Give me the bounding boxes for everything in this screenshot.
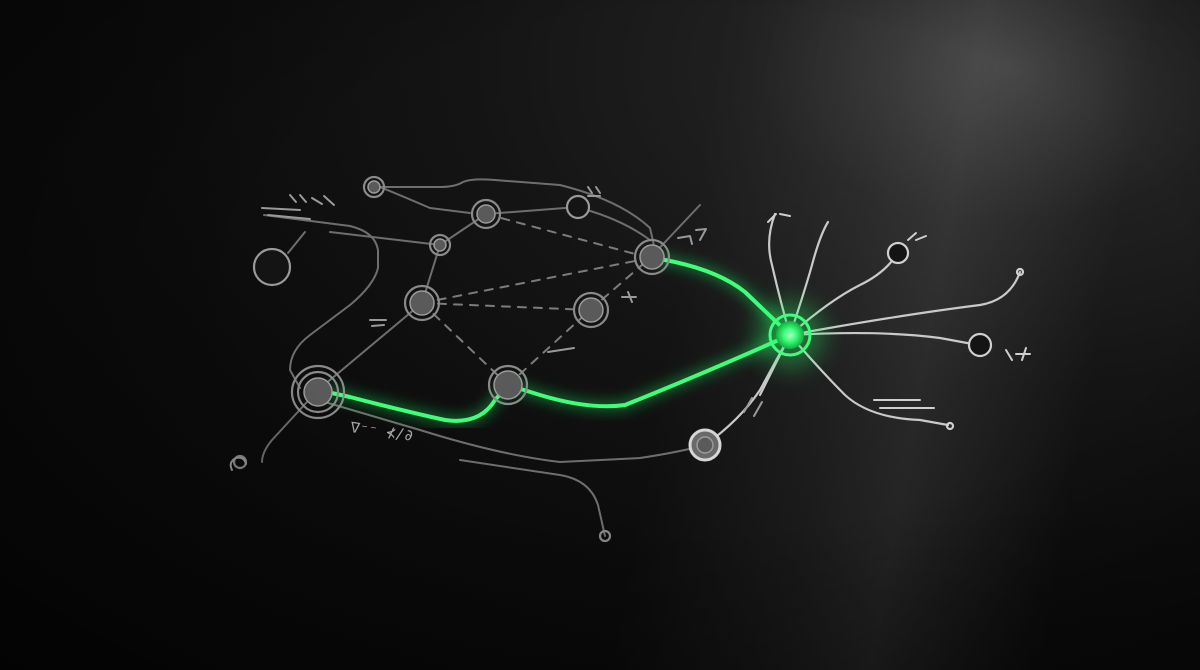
glyph-mark <box>873 399 935 409</box>
glyph-mark <box>547 347 575 353</box>
network-node <box>688 428 722 462</box>
connection-line <box>421 302 591 311</box>
connection-line <box>379 178 656 251</box>
network-node <box>967 332 993 358</box>
connection-lines <box>261 178 792 537</box>
glyph-mark <box>677 228 707 245</box>
connection-line <box>329 231 441 246</box>
network-node <box>572 291 610 329</box>
network-node <box>886 241 910 265</box>
glyph-mark <box>1005 347 1031 361</box>
network-node <box>565 194 591 220</box>
connection-line <box>263 214 379 389</box>
glyph-mark <box>767 213 791 223</box>
route-label: ∇⁻⁻ ⊀∕∂ <box>348 418 414 445</box>
network-node <box>633 238 671 276</box>
network-node <box>945 421 955 431</box>
hub-branch <box>788 270 1022 337</box>
nodes <box>232 175 1025 543</box>
highlighted-route <box>312 252 796 427</box>
hub-node <box>756 301 824 369</box>
network-node <box>487 364 529 406</box>
connection-line <box>459 459 606 537</box>
glyph-mark <box>907 232 927 241</box>
network-node <box>252 247 292 287</box>
network-node <box>403 284 441 322</box>
glyph-mark <box>369 319 387 327</box>
connection-line <box>287 231 306 254</box>
glyph-mark <box>261 194 335 220</box>
connection-line <box>421 257 651 304</box>
connection-line <box>379 186 471 214</box>
connection-line <box>485 213 651 259</box>
glyph-mark <box>621 291 637 303</box>
connection-line <box>317 302 423 391</box>
